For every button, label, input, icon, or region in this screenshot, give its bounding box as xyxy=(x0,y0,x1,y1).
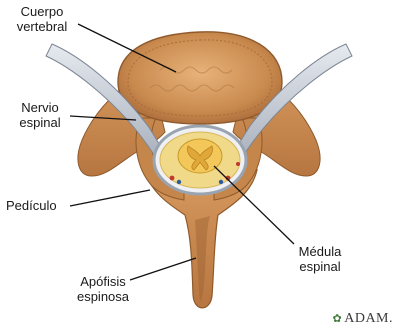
adam-logo-icon: ✿ xyxy=(333,313,343,325)
leader-spinous-process xyxy=(130,258,196,280)
vessel-top-red xyxy=(236,162,240,166)
label-vertebral-body: Cuerpo vertebral xyxy=(6,4,78,34)
label-pedicle: Pedículo xyxy=(6,198,57,213)
label-spinous-process: Apófisis espinosa xyxy=(72,274,134,304)
vessel-left-red xyxy=(170,176,175,181)
vertebral-body xyxy=(118,32,282,124)
vessel-right-blue xyxy=(219,180,223,184)
adam-logo: ✿ADAM. xyxy=(333,311,394,327)
vessel-left-blue xyxy=(177,180,181,184)
leader-pedicle xyxy=(70,190,150,206)
label-spinal-cord: Médula espinal xyxy=(292,244,348,274)
label-spinal-nerve: Nervio espinal xyxy=(10,100,70,130)
